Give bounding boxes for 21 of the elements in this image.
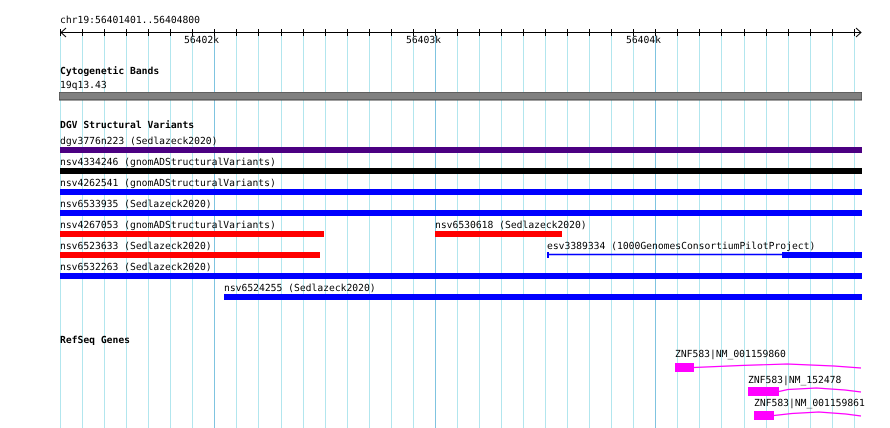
feature-label: nsv6524255 (Sedlazeck2020) bbox=[224, 283, 376, 294]
track-title: Cytogenetic Bands bbox=[60, 66, 160, 77]
band-label: 19q13.43 bbox=[60, 80, 107, 91]
feature-label: nsv6530618 (Sedlazeck2020) bbox=[435, 220, 587, 231]
coordinate-range-label: chr19:56401401..56404800 bbox=[60, 15, 200, 26]
track-title: RefSeq Genes bbox=[60, 335, 130, 346]
feature-label: nsv6523633 (Sedlazeck2020) bbox=[60, 241, 212, 252]
axis-tick-label: 56403k bbox=[406, 35, 441, 46]
feature-label: nsv4267053 (gnomADStructuralVariants) bbox=[60, 220, 276, 231]
track-title: DGV Structural Variants bbox=[60, 120, 194, 131]
feature-label: nsv4334246 (gnomADStructuralVariants) bbox=[60, 157, 276, 168]
feature-label: esv3389334 (1000GenomesConsortiumPilotProject) bbox=[547, 241, 816, 252]
feature-label: nsv4262541 (gnomADStructuralVariants) bbox=[60, 178, 276, 189]
gene-label: ZNF583|NM_001159861 bbox=[754, 398, 865, 409]
gene-label: ZNF583|NM_152478 bbox=[748, 375, 842, 386]
axis-tick-label: 56402k bbox=[184, 35, 219, 46]
axis-tick-label: 56404k bbox=[626, 35, 661, 46]
feature-label: nsv6533935 (Sedlazeck2020) bbox=[60, 199, 212, 210]
gene-label: ZNF583|NM_001159860 bbox=[675, 349, 786, 360]
feature-label: nsv6532263 (Sedlazeck2020) bbox=[60, 262, 212, 273]
feature-label: dgv3776n223 (Sedlazeck2020) bbox=[60, 136, 218, 147]
